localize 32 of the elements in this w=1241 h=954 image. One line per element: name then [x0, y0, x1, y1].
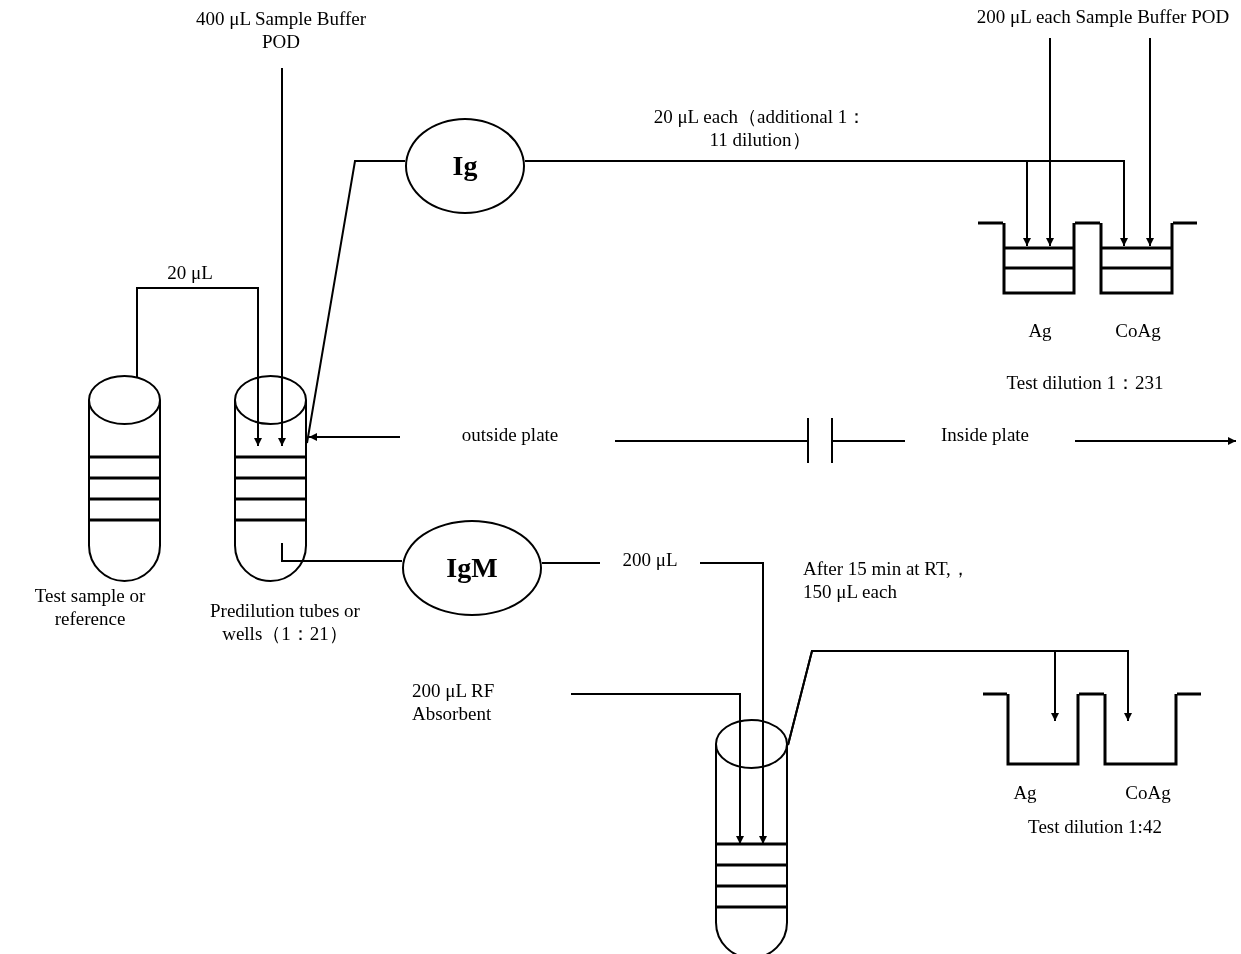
arrow: [136, 287, 262, 447]
note-text: outside plate: [460, 424, 560, 447]
node-label: CoAg: [1124, 782, 1172, 805]
ellipse-node: IgM: [402, 520, 542, 616]
note-text: Test dilution 1：231: [1005, 372, 1165, 395]
note-text: Inside plate: [939, 424, 1031, 447]
test-tube-drawing: [234, 375, 307, 582]
arrow: [787, 650, 1132, 746]
ellipse-node: Ig: [405, 118, 525, 214]
edge-label: After 15 min at RT,，150 μL each: [803, 558, 971, 604]
arrow: [1146, 37, 1154, 247]
arrow: [278, 67, 286, 447]
node-label: Predilution tubes or wells（1：21）: [209, 600, 361, 646]
well-drawing: [1100, 223, 1173, 294]
arrow: [1046, 37, 1054, 247]
well-drawing: [1104, 694, 1177, 765]
connector-line: [281, 542, 403, 562]
reagent-label: 200 μL RF Absorbent: [412, 680, 572, 734]
edge-label: 20 μL: [166, 262, 214, 285]
arrow: [570, 693, 744, 845]
node-label: Test sample or reference: [33, 585, 147, 631]
connector-line: [306, 160, 406, 444]
node-label: CoAg: [1114, 320, 1162, 343]
well-drawing: [1007, 694, 1079, 765]
test-tube-drawing: [88, 375, 161, 582]
reagent-label: 400 μL Sample Buffer POD: [181, 8, 381, 68]
test-tube-drawing: [715, 719, 788, 954]
node-label: Ag: [1012, 782, 1038, 805]
node-label: Ag: [1027, 320, 1053, 343]
reagent-label: 200 μL each Sample Buffer POD: [966, 6, 1240, 38]
note-text: Test dilution 1:42: [1027, 816, 1163, 839]
well-drawing: [1003, 223, 1075, 294]
